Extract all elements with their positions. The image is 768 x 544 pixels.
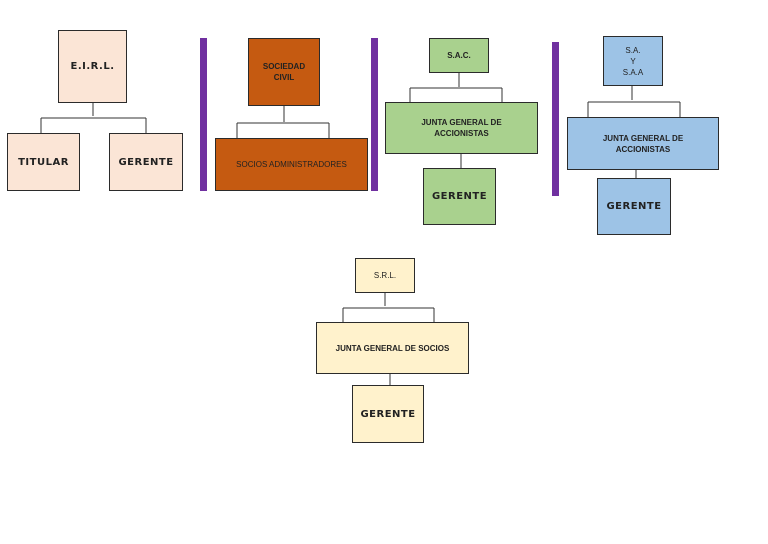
eirl-gerente-label: GERENTE [118,156,174,168]
sa-gerente-box: GERENTE [597,178,671,235]
srl-gerente-box: GERENTE [352,385,424,443]
divider-3 [552,42,559,196]
sa-title: S.A. Y S.A.A [622,45,644,77]
sac-junta-label: JUNTA GENERAL DE ACCIONISTAS [421,118,502,138]
sa-gerente-label: GERENTE [606,201,662,212]
sac-gerente-box: GERENTE [423,168,496,225]
srl-junta-label: JUNTA GENERAL DE SOCIOS [335,343,450,353]
srl-gerente-label: GERENTE [360,408,416,420]
divider-1 [200,38,207,191]
srl-title: S.R.L. [373,271,397,280]
sac-box: S.A.C. [429,38,489,73]
srl-connector [342,293,435,385]
socios-administradores-label: SOCIOS ADMINISTRADORES [236,160,347,169]
eirl-box: E.I.R.L. [58,30,127,103]
divider-2 [371,38,378,191]
sac-gerente-label: GERENTE [431,191,488,202]
sa-box: S.A. Y S.A.A [603,36,663,86]
eirl-gerente-box: GERENTE [109,133,183,191]
sociedad-civil-connector [236,106,330,138]
sociedad-civil-box: SOCIEDAD CIVIL [248,38,320,106]
sa-junta-label: JUNTA GENERAL DE ACCIONISTAS [602,133,684,154]
sa-junta-box: JUNTA GENERAL DE ACCIONISTAS [567,117,719,170]
sac-junta-box: JUNTA GENERAL DE ACCIONISTAS [385,102,538,154]
sac-title: S.A.C. [447,51,471,60]
srl-junta-box: JUNTA GENERAL DE SOCIOS [316,322,469,374]
eirl-title: E.I.R.L. [70,61,115,72]
srl-box: S.R.L. [355,258,415,293]
sa-connector [587,86,681,178]
socios-administradores-box: SOCIOS ADMINISTRADORES [215,138,368,191]
sociedad-civil-title: SOCIEDAD CIVIL [262,62,306,82]
eirl-connector [40,103,147,133]
sac-connector [409,73,503,168]
eirl-titular-box: TITULAR [7,133,80,191]
eirl-titular-label: TITULAR [18,156,69,168]
